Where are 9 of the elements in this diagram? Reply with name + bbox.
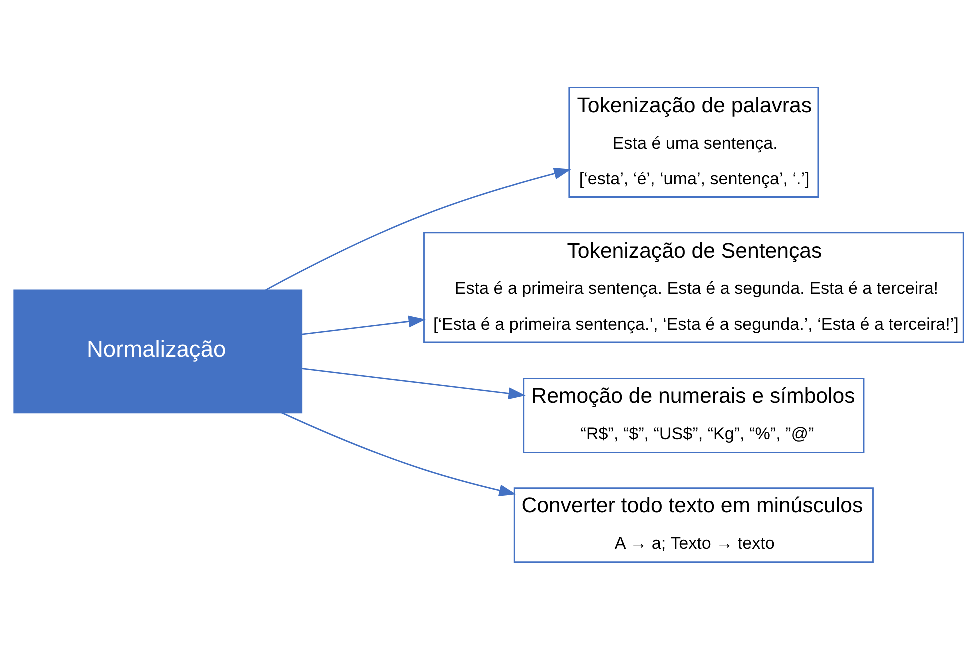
node-box: Converter todo texto em minúsculos A → a; Texto → texto [514,488,874,564]
arrow [282,412,516,496]
node-box: Normalização [14,290,303,414]
node-box: Tokenização de palavras Esta é uma sentença. [‘esta’, ‘é’, ‘uma’, sentença’, ‘.’] [568,86,820,198]
node-box: Tokenização de Sentenças Esta é a primeira sentença. Esta é a segunda. Esta é a terceira! [‘Esta é a primeira sentença.’, ‘Esta é a segunda.’, ‘Esta é a terceira!’] [424,232,964,344]
node-box: Remoção de numerais e símbolos “R$”, “$”, “US$”, “Kg”, “%”, ”@” [523,378,865,454]
arrow [302,316,426,336]
arrow [266,168,572,291]
arrow [302,368,526,400]
